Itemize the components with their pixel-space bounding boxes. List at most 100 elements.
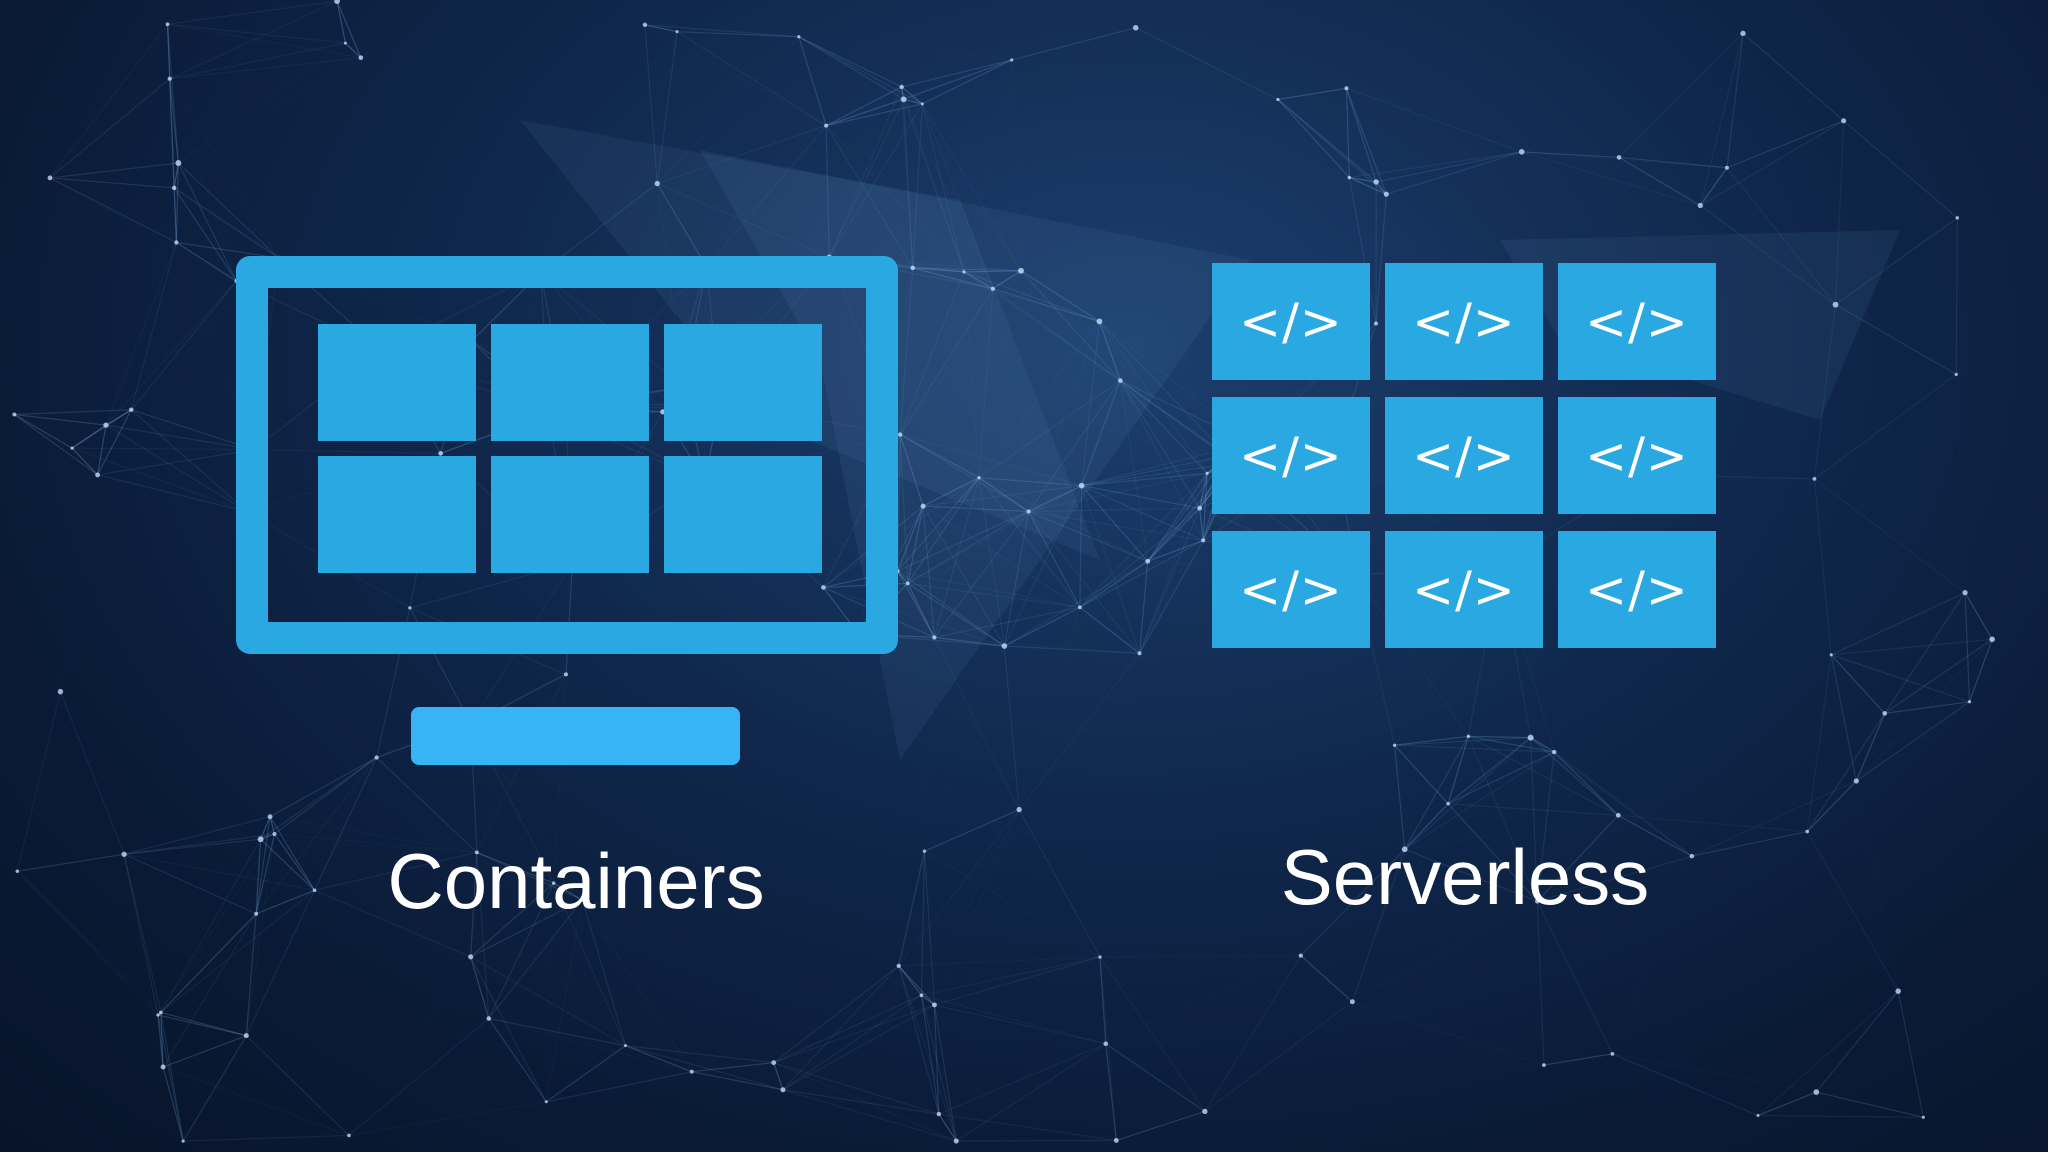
network-line (1968, 639, 1993, 702)
network-line (336, 0, 347, 44)
network-node (1096, 318, 1103, 325)
network-node (486, 1016, 491, 1021)
network-node (347, 1133, 351, 1138)
network-line (625, 1045, 692, 1073)
network-line (245, 890, 316, 1036)
network-line (470, 956, 626, 1047)
network-node (1373, 179, 1379, 185)
network-line (825, 125, 830, 258)
network-line (907, 582, 1005, 647)
network-node (1132, 24, 1139, 31)
network-line (1855, 638, 1993, 782)
network-line (255, 839, 262, 914)
network-line (1394, 744, 1555, 753)
network-line (897, 510, 1029, 572)
network-node (1610, 1051, 1615, 1056)
network-node (1955, 216, 1960, 220)
network-line (963, 271, 994, 290)
network-line (782, 1089, 957, 1142)
network-line (1404, 736, 1469, 850)
network-node (1010, 58, 1014, 62)
network-line (124, 854, 163, 1067)
network-line (1277, 99, 1377, 183)
network-line (1897, 991, 1924, 1118)
network-line (488, 1018, 547, 1103)
network-line (826, 103, 923, 127)
network-line (166, 24, 179, 164)
network-node (544, 1100, 548, 1104)
network-line (1618, 156, 1728, 169)
network-line (167, 23, 361, 59)
network-line (1536, 901, 1613, 1055)
network-line (160, 913, 257, 1013)
network-node (1527, 734, 1534, 741)
network-line (1757, 990, 1899, 1116)
network-line (1098, 321, 1121, 381)
network-node (358, 55, 364, 60)
network-line (1028, 511, 1081, 608)
network-line (1079, 560, 1149, 608)
network-node (962, 270, 966, 274)
network-line (706, 125, 827, 268)
network-line (105, 242, 177, 426)
network-line (921, 103, 965, 273)
network-line (349, 957, 471, 1136)
network-line (899, 270, 1022, 435)
network-node (1347, 175, 1352, 180)
network-line (625, 1045, 784, 1091)
network-line (978, 321, 1100, 479)
network-line (1081, 485, 1200, 509)
network-line (922, 28, 1135, 104)
network-line (691, 1071, 784, 1091)
network-line (1530, 737, 1693, 857)
network-line (938, 1113, 1117, 1142)
network-node (343, 41, 347, 45)
network-node (160, 1064, 166, 1070)
network-line (921, 810, 1019, 996)
network-line (773, 1062, 940, 1115)
network-line (1468, 735, 1619, 816)
network-line (920, 851, 926, 996)
network-line (1835, 217, 1958, 306)
network-line (798, 36, 902, 88)
network-node (1921, 1115, 1925, 1119)
network-line (1011, 27, 1136, 61)
network-line (933, 1004, 940, 1115)
network-line (898, 965, 957, 1142)
network-line (1884, 701, 1970, 714)
network-line (49, 177, 177, 244)
network-node (1551, 749, 1557, 755)
network-node (1813, 1089, 1820, 1095)
network-line (677, 31, 799, 38)
network-node (563, 672, 568, 677)
network-line (898, 965, 940, 1115)
network-line (978, 380, 1121, 479)
network-node (1001, 643, 1008, 649)
network-line (160, 838, 262, 1013)
network-line (1348, 177, 1377, 324)
network-line (923, 851, 936, 1005)
network-line (1757, 1091, 1817, 1117)
network-line (1855, 701, 1970, 782)
network-node (920, 102, 924, 106)
network-line (1020, 270, 1100, 322)
network-line (169, 57, 361, 80)
network-line (1448, 803, 1619, 816)
network-node (129, 407, 134, 412)
network-line (1003, 511, 1030, 647)
network-line (1277, 99, 1387, 195)
code-icon: </> (1385, 531, 1543, 648)
network-line (1553, 751, 1619, 816)
network-line (899, 271, 965, 435)
network-line (1081, 454, 1228, 487)
network-node (1349, 999, 1355, 1005)
network-line (565, 562, 574, 675)
network-line (1135, 27, 1279, 101)
network-line (157, 1014, 184, 1142)
network-line (920, 995, 957, 1142)
network-line (174, 58, 361, 188)
network-node (922, 849, 927, 853)
network-line (782, 994, 922, 1091)
network-line (1468, 735, 1555, 753)
network-line (1028, 510, 1204, 541)
